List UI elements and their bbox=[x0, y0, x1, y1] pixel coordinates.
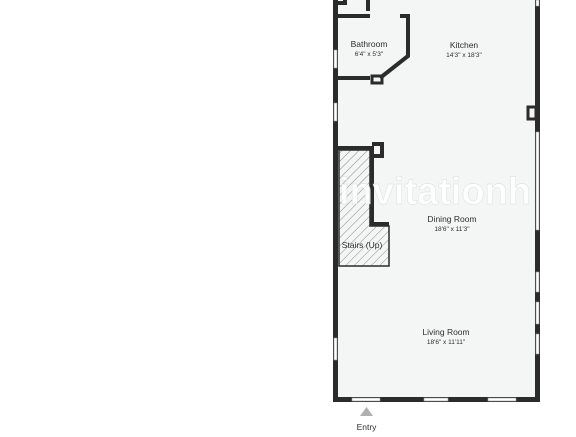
bathroom-dims: 6'4" x 5'3" bbox=[355, 51, 384, 58]
living-room-dims: 18'6" x 11'11" bbox=[427, 339, 466, 346]
interior-walls bbox=[338, 0, 410, 226]
living-room-name: Living Room bbox=[422, 327, 469, 337]
kitchen-wall-post bbox=[526, 105, 538, 121]
stairs-label: Stairs (Up) bbox=[342, 240, 383, 250]
kitchen-name: Kitchen bbox=[450, 40, 479, 50]
entry-arrow-icon bbox=[360, 407, 373, 416]
kitchen-dims: 14'3" x 18'3" bbox=[446, 52, 482, 59]
bathroom-wall-post bbox=[370, 74, 384, 85]
windows bbox=[333, 0, 540, 402]
watermark: invitationh bbox=[339, 171, 531, 213]
dining-room-name: Dining Room bbox=[427, 214, 476, 224]
entry-label: Entry bbox=[357, 422, 378, 432]
entry-door bbox=[351, 397, 381, 402]
room-labels: Bathroom 6'4" x 5'3" Kitchen 14'3" x 18'… bbox=[342, 39, 483, 346]
dining-room-dims: 18'6" x 11'3" bbox=[434, 226, 470, 233]
bathroom-name: Bathroom bbox=[351, 39, 388, 49]
